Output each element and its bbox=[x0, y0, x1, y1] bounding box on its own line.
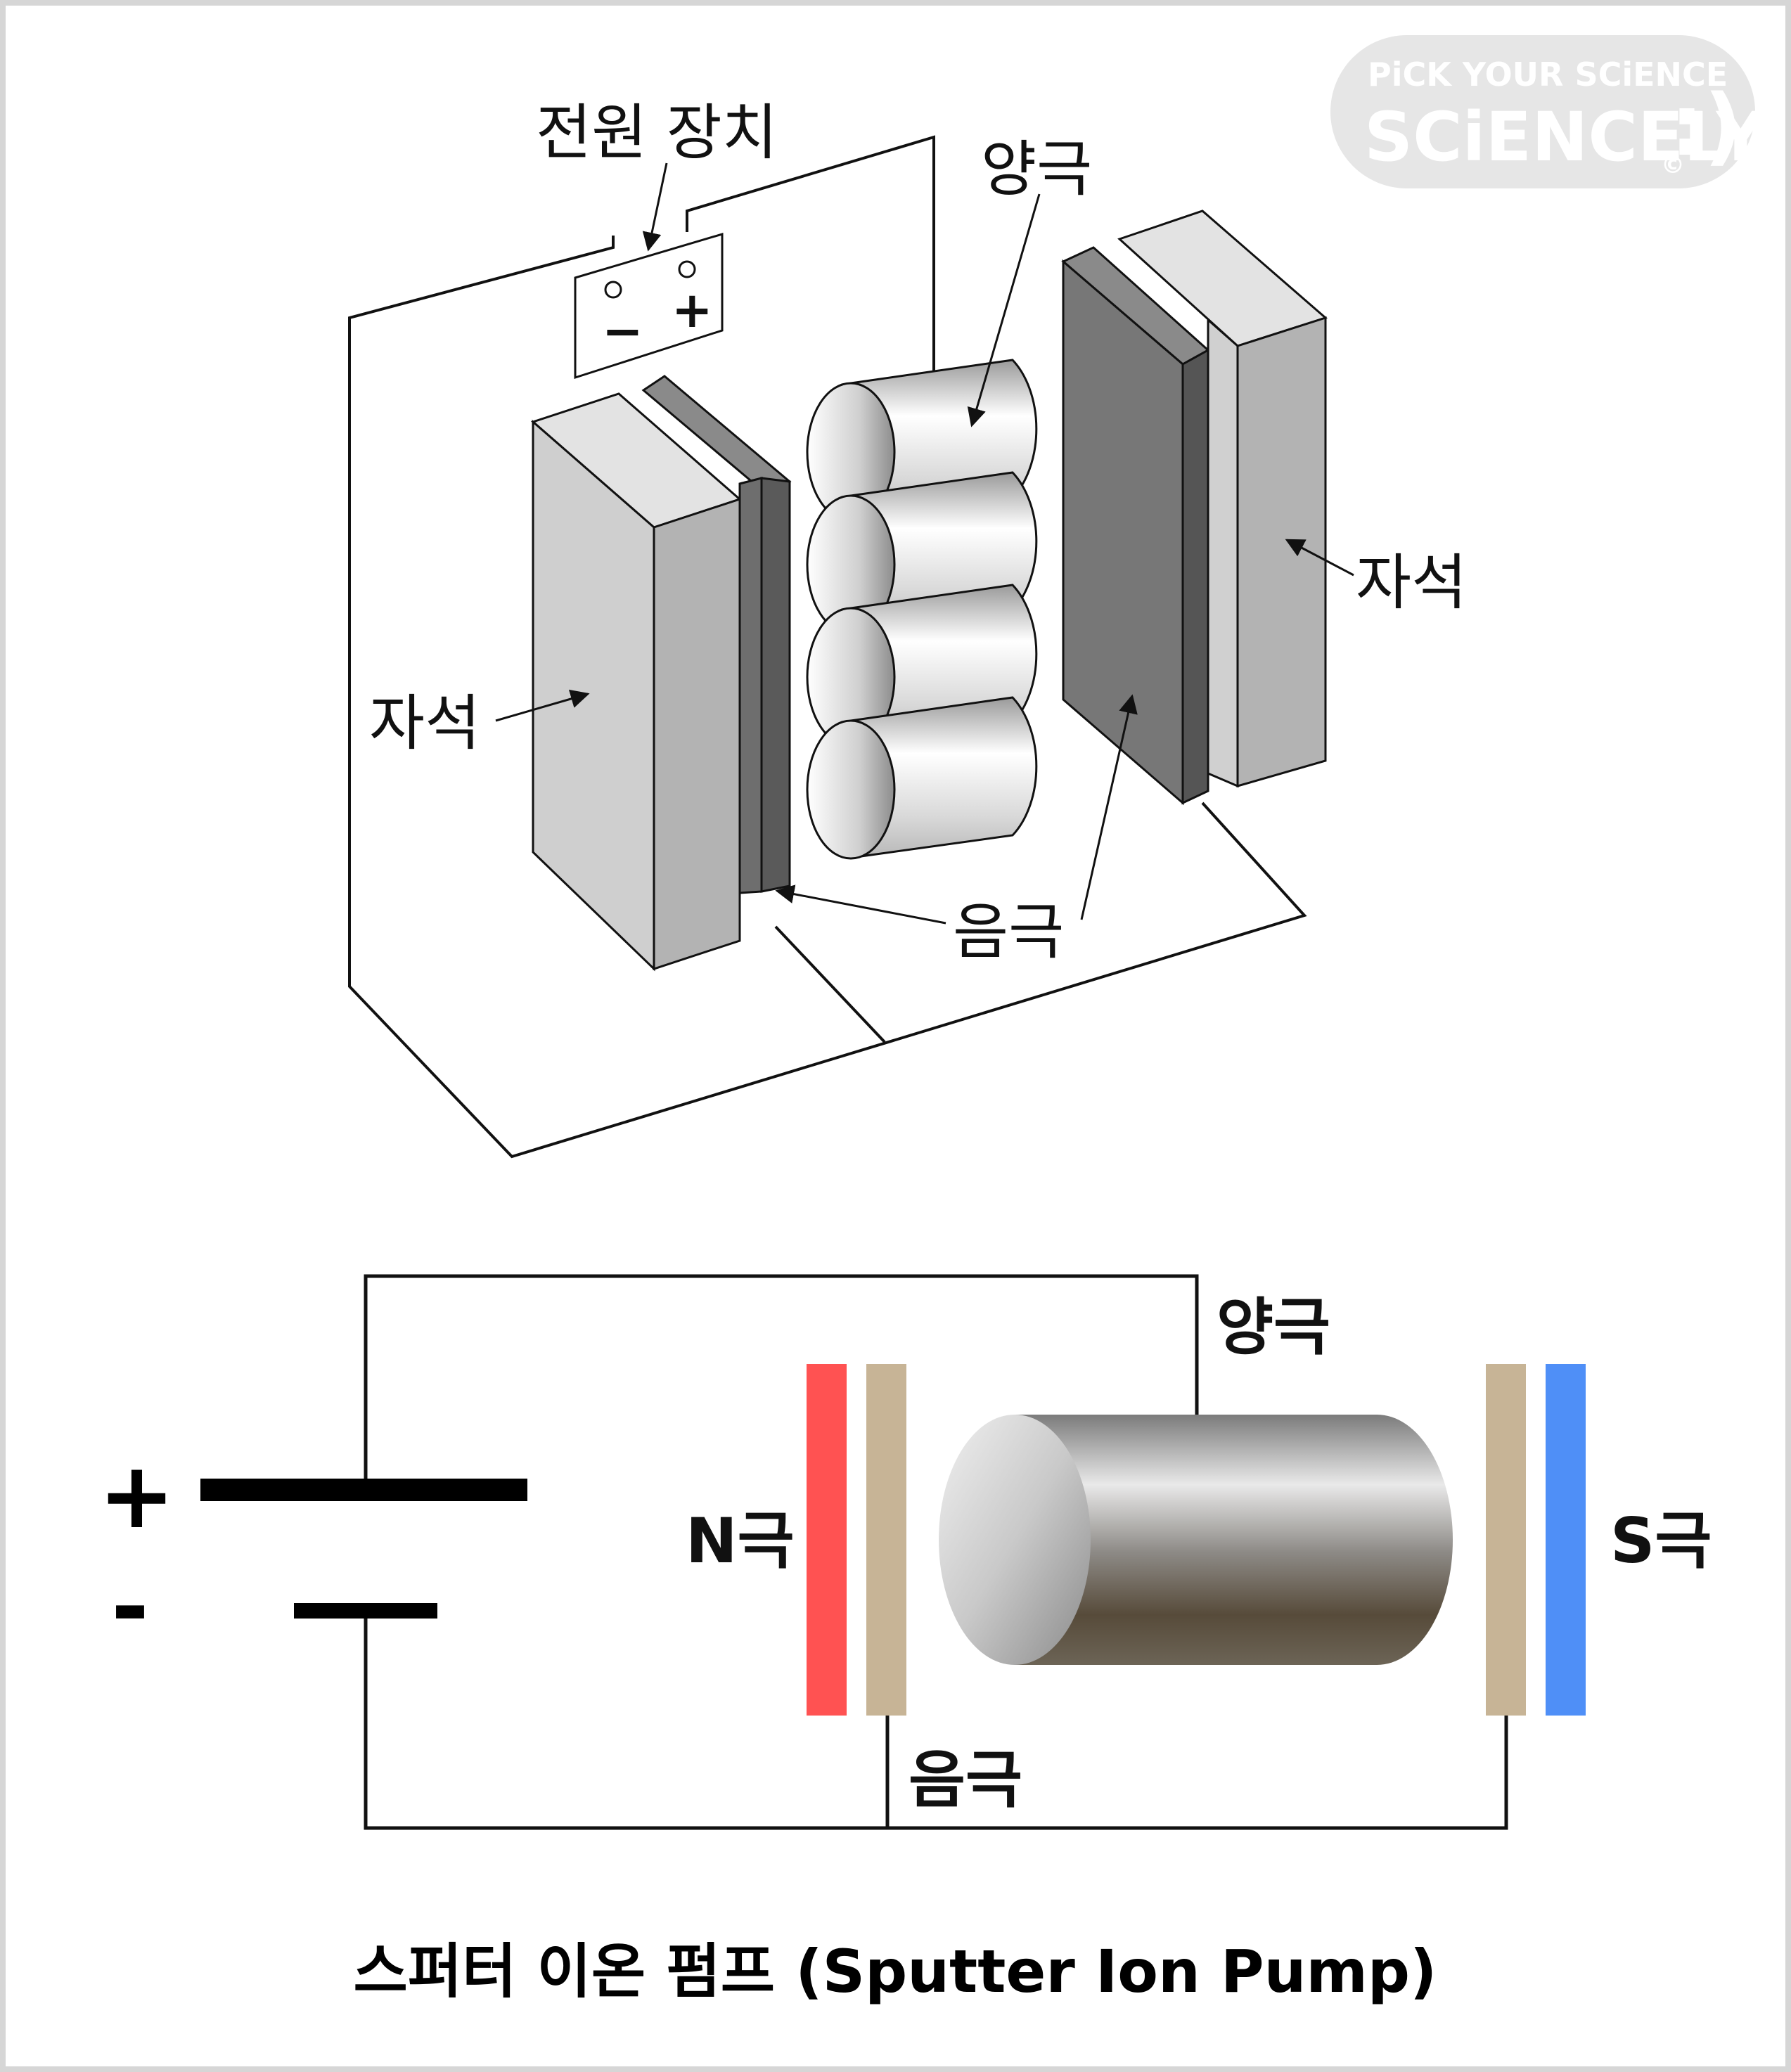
magnet-right bbox=[1117, 210, 1328, 788]
anode-cylinders bbox=[806, 359, 1038, 860]
cathode-plate-left bbox=[641, 375, 792, 894]
bottom-wires bbox=[364, 1274, 1508, 1830]
power-terminal-negative bbox=[604, 281, 622, 299]
arrow-power-supply bbox=[642, 162, 668, 252]
anode-cylinder-cap bbox=[939, 1415, 1091, 1665]
battery-positive-plate bbox=[200, 1479, 527, 1501]
arrow-magnet-right bbox=[1285, 539, 1354, 577]
watermark-smile: :) bbox=[1670, 77, 1742, 175]
cathode-right-side-face bbox=[1181, 348, 1209, 805]
n-pole-magnet bbox=[807, 1364, 847, 1716]
s-pole-magnet bbox=[1546, 1364, 1586, 1716]
watermark-copyright: © bbox=[1661, 151, 1685, 179]
top-label-arrows bbox=[495, 162, 1354, 925]
top-wires bbox=[348, 135, 1307, 1159]
label-s-pole: S극 bbox=[1610, 1505, 1712, 1577]
label-cathode-top: 음극 bbox=[953, 897, 1064, 967]
label-magnet-right: 자석 bbox=[1356, 548, 1467, 618]
arrow-magnet-left bbox=[495, 689, 590, 722]
label-magnet-left: 자석 bbox=[369, 688, 480, 759]
battery: + - bbox=[98, 1442, 527, 1660]
arrow-cathode-right bbox=[1080, 694, 1138, 920]
power-minus-sign: − bbox=[602, 302, 643, 360]
arrow-cathode-left bbox=[775, 884, 946, 925]
magnet-left-side-face bbox=[653, 497, 741, 971]
magnet-right-front-face bbox=[1207, 317, 1239, 788]
label-n-pole: N극 bbox=[686, 1505, 795, 1577]
cathode-plate-right bbox=[1061, 246, 1210, 806]
cathode-plate-s-side bbox=[1486, 1364, 1526, 1716]
top-wire-anode bbox=[686, 135, 935, 422]
magnet-right-side-face bbox=[1236, 316, 1327, 787]
battery-plus-sign: + bbox=[98, 1442, 175, 1549]
label-power-supply: 전원 장치 bbox=[536, 98, 778, 168]
bottom-diagram: + - 양극 N극 S극 음극 bbox=[98, 1274, 1712, 1830]
anode-cylinder-schematic bbox=[939, 1415, 1453, 1665]
figure-caption: 스퍼터 이온 펌프 (Sputter Ion Pump) bbox=[354, 1937, 1437, 2006]
arrow-anode bbox=[967, 193, 1041, 427]
watermark: PiCK YOUR SCiENCE SCiENCELY :) © bbox=[1330, 35, 1766, 188]
cathode-left-side-face bbox=[760, 477, 791, 893]
label-anode-top: 양극 bbox=[981, 134, 1092, 205]
magnet-left bbox=[531, 392, 742, 972]
watermark-line1: PiCK YOUR SCiENCE bbox=[1368, 56, 1728, 94]
label-anode-bottom: 양극 bbox=[1217, 1291, 1330, 1363]
top-diagram: − + bbox=[348, 98, 1467, 1159]
top-wire-outer-loop bbox=[348, 236, 1307, 1159]
power-terminal-positive bbox=[678, 260, 696, 278]
cathode-left-edge bbox=[738, 477, 763, 894]
power-supply: − + bbox=[574, 232, 724, 380]
label-cathode-bottom: 음극 bbox=[909, 1744, 1022, 1816]
bottom-wire-anode bbox=[364, 1274, 1199, 1479]
battery-negative-plate bbox=[294, 1603, 437, 1619]
power-plus-sign: + bbox=[672, 281, 713, 339]
bottom-wire-cathode bbox=[364, 1614, 1508, 1830]
cathode-plate-n-side bbox=[866, 1364, 906, 1716]
anode-cylinder-4 bbox=[806, 696, 1038, 860]
watermark-pill bbox=[1330, 35, 1755, 188]
top-wire-cathode-left bbox=[774, 925, 886, 1043]
watermark-line2: SCiENCELY bbox=[1364, 98, 1766, 176]
battery-minus-sign: - bbox=[111, 1553, 149, 1660]
